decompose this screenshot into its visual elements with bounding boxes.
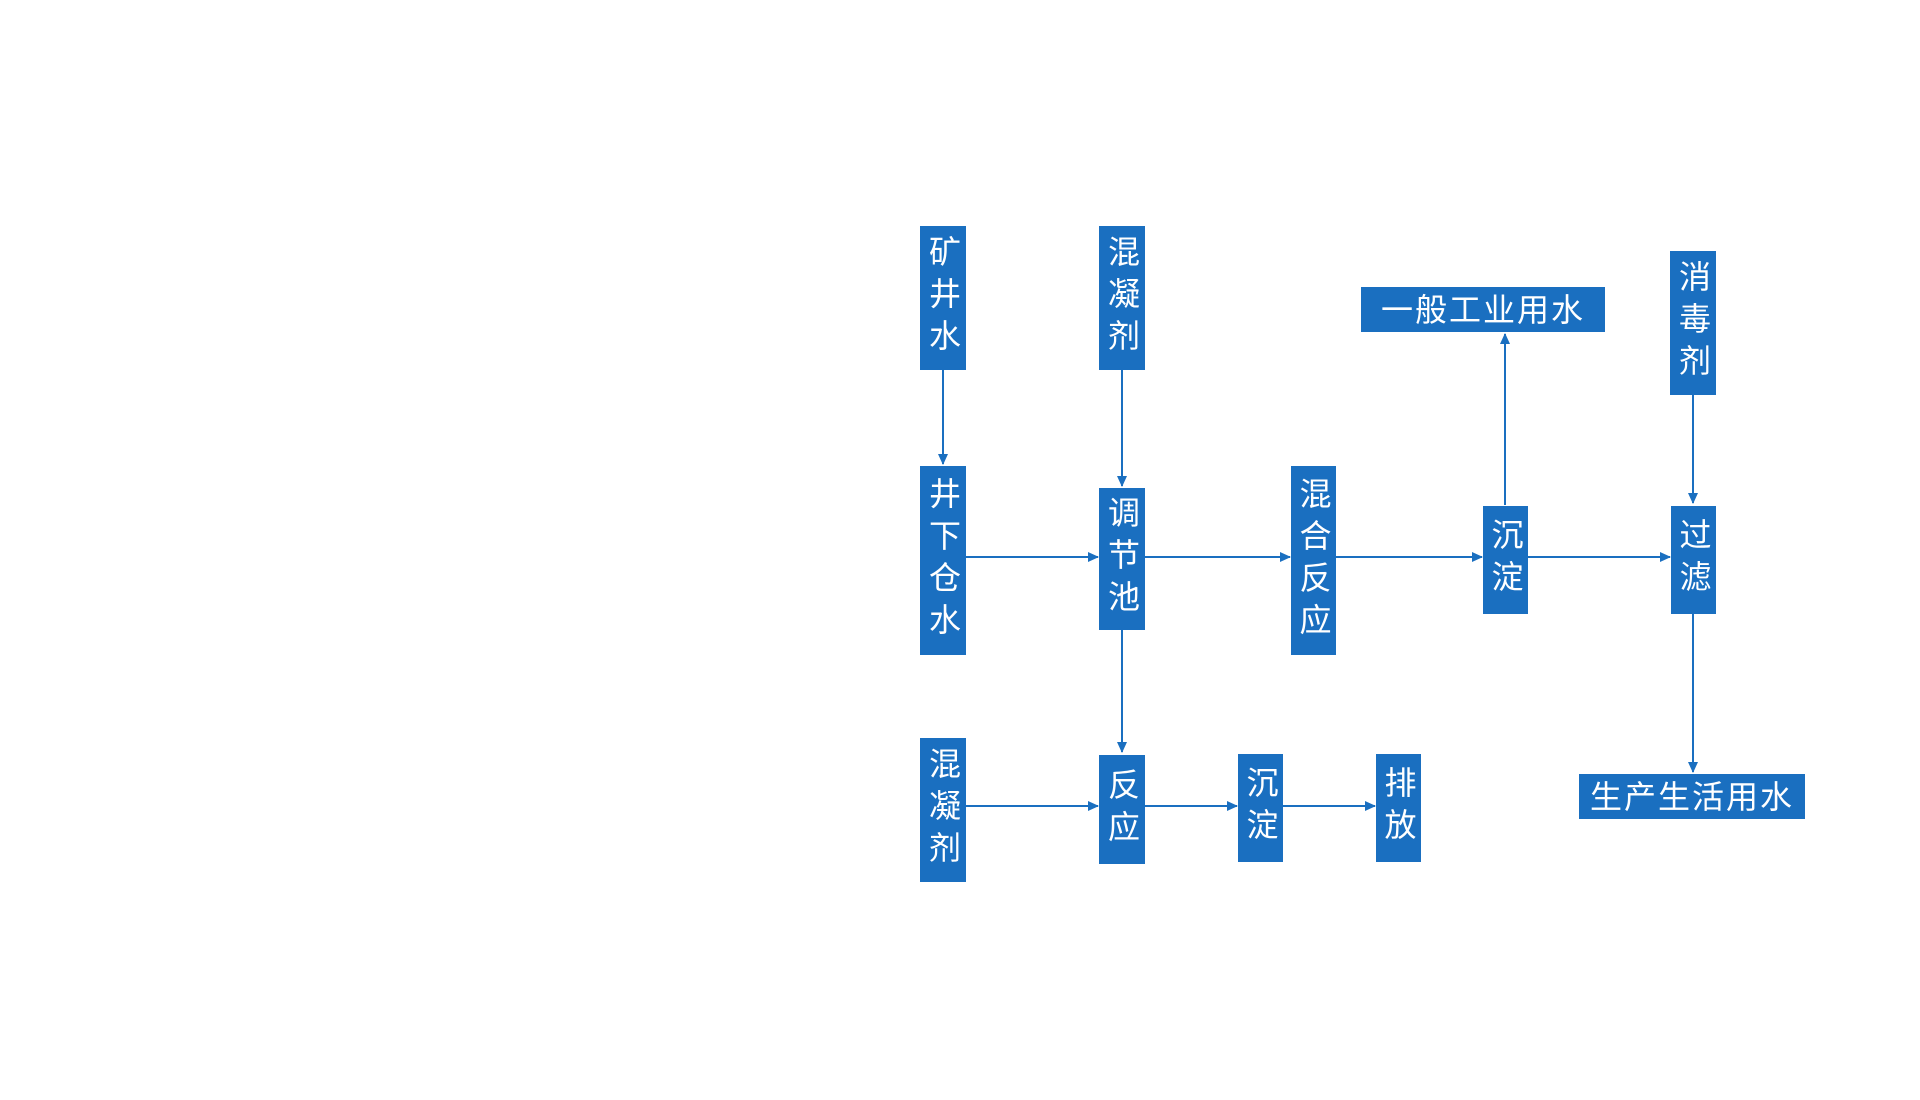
node-coagulant-top: 混凝剂	[1099, 226, 1145, 370]
node-general-industrial-water: 一般工业用水	[1361, 287, 1605, 332]
node-sedimentation-main: 沉淀	[1483, 506, 1528, 614]
node-reaction: 反应	[1099, 755, 1145, 864]
node-disinfectant: 消毒剂	[1670, 251, 1716, 395]
node-mine-water: 矿井水	[920, 226, 966, 370]
node-regulating-tank: 调节池	[1099, 488, 1145, 630]
node-coagulant-bottom: 混凝剂	[920, 738, 966, 882]
node-filtration: 过滤	[1671, 506, 1716, 614]
node-underground-storage-water: 井下仓水	[920, 466, 966, 655]
node-production-domestic-water: 生产生活用水	[1579, 774, 1805, 819]
node-discharge: 排放	[1376, 754, 1421, 862]
node-mixing-reaction: 混合反应	[1291, 466, 1336, 655]
node-sedimentation-secondary: 沉淀	[1238, 754, 1283, 862]
